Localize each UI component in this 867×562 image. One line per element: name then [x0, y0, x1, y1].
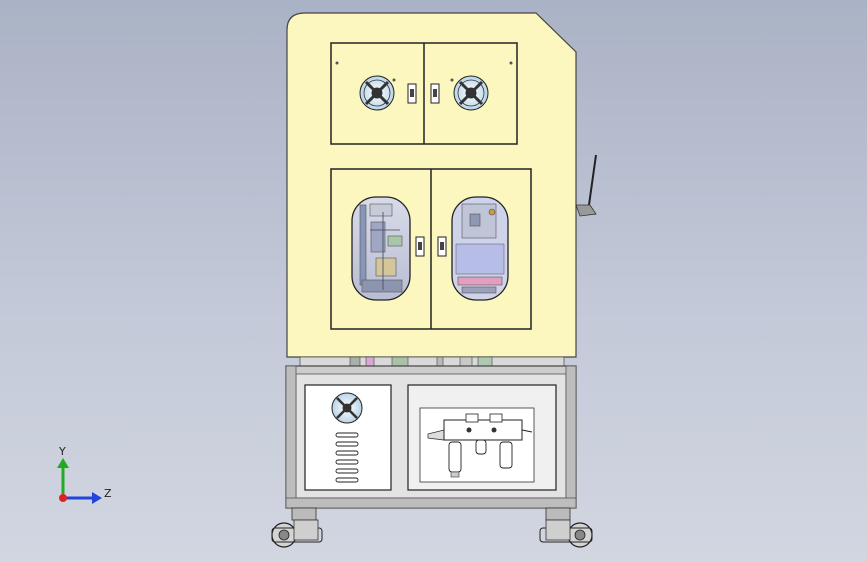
- wheel-left: [271, 507, 323, 548]
- fan-left-icon: [359, 75, 395, 111]
- coordinate-triad: Y Z: [57, 445, 112, 504]
- middle-panel[interactable]: [330, 168, 532, 330]
- machine-model[interactable]: [271, 12, 597, 548]
- y-axis-label: Y: [58, 445, 66, 458]
- lower-fan-icon: [331, 392, 363, 424]
- filter-regulator-unit: [427, 413, 533, 478]
- window-right: [451, 196, 509, 301]
- lower-left-panel[interactable]: [304, 384, 392, 491]
- connector-strip: [299, 356, 565, 367]
- side-lever-handle[interactable]: [575, 154, 597, 217]
- window-left: [351, 196, 411, 301]
- wheel-right: [539, 507, 593, 548]
- fan-right-icon: [453, 75, 489, 111]
- lower-right-panel[interactable]: [407, 384, 557, 491]
- top-panel[interactable]: [330, 42, 518, 145]
- vent-slots: [335, 432, 359, 483]
- z-axis-label: Z: [104, 487, 112, 500]
